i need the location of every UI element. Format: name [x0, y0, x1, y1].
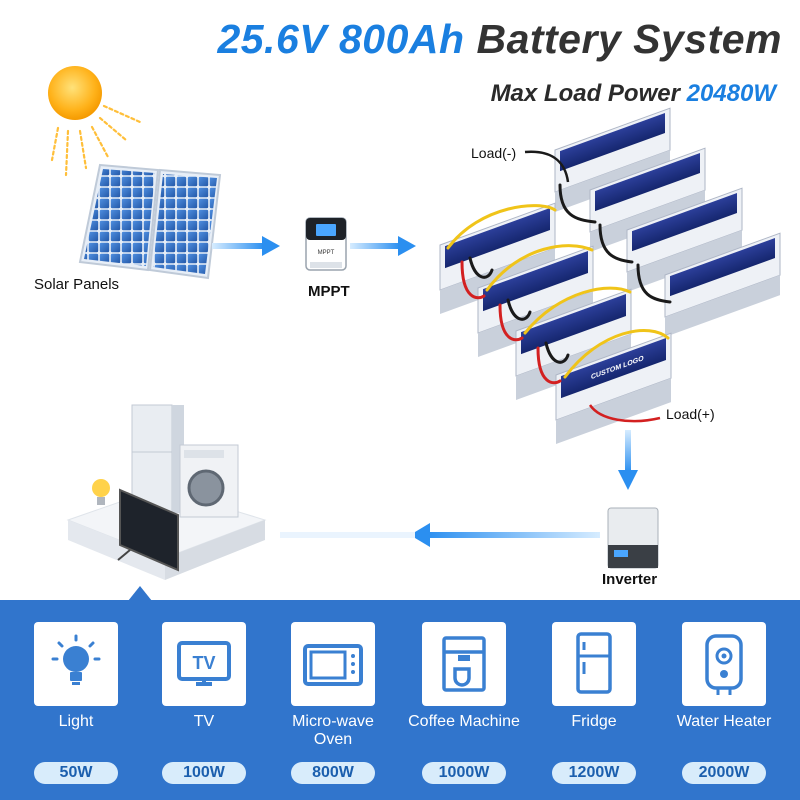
appliance-label-water-heater: Water Heater: [676, 713, 772, 730]
page-subtitle: Max Load Power 20480W: [0, 80, 776, 108]
load-negative-label: Load(-): [471, 145, 517, 161]
appliance-label-tv: TV: [193, 713, 215, 730]
appliance-watt-tv: 100W: [162, 762, 246, 784]
load-positive-label: Load(+): [666, 406, 715, 422]
appliance-watt-fridge: 1200W: [552, 762, 636, 784]
mppt-controller-icon: MPPT: [305, 217, 347, 271]
solar-panels-label: Solar Panels: [34, 276, 120, 293]
load-negative-lead: [524, 150, 570, 183]
mppt-label: MPPT: [308, 283, 350, 300]
solar-panel-icon: [78, 163, 222, 280]
tv-icon: TV: [177, 641, 231, 686]
fridge-icon: [576, 632, 612, 694]
appliance-watt-microwave: 800W: [291, 762, 375, 784]
tv-icon-text: TV: [192, 653, 215, 673]
coffee-machine-icon: [442, 636, 486, 692]
appliance-card-microwave: [291, 622, 375, 706]
appliance-label-coffee-machine: Coffee Machine: [408, 713, 520, 730]
flow-arrow-mppt-to-battery: [350, 236, 416, 256]
page-title: 25.6V 800Ah Battery System: [0, 16, 782, 63]
appliance-watt-light: 50W: [34, 762, 118, 784]
subtitle-label: Max Load Power: [490, 80, 680, 107]
flow-arrow-inverter-to-home: [280, 523, 600, 547]
battery-bank: CUSTOM LOGO: [439, 107, 781, 444]
appliance-panel: [0, 600, 800, 800]
appliance-label-microwave: Micro-wave Oven: [281, 713, 385, 749]
appliance-label-fridge: Fridge: [571, 713, 617, 730]
mppt-screen-text: MPPT: [318, 250, 335, 256]
inverter-label: Inverter: [602, 571, 658, 588]
title-main: Battery System: [476, 16, 782, 62]
flow-arrow-battery-to-inverter: [618, 430, 638, 490]
subtitle-value: 20480W: [686, 80, 776, 107]
flow-arrow-solar-to-mppt: [212, 236, 280, 256]
water-heater-icon: [705, 634, 743, 695]
system-diagram: MPPT: [48, 66, 781, 580]
title-highlight: 25.6V 800Ah: [217, 16, 465, 62]
pointer-notch: [128, 586, 152, 601]
microwave-icon: [303, 644, 363, 686]
appliance-watt-coffee-machine: 1000W: [422, 762, 506, 784]
load-positive-lead: [588, 404, 661, 423]
appliance-watt-water-heater: 2000W: [682, 762, 766, 784]
appliance-card-light: [34, 622, 118, 706]
appliance-label-light: Light: [58, 713, 94, 730]
appliance-card-tv: TV: [162, 622, 246, 706]
sun-icon: [48, 66, 142, 177]
appliance-card-water-heater: [682, 622, 766, 706]
appliance-card-fridge: [552, 622, 636, 706]
light-bulb-icon: [51, 634, 101, 685]
inverter-icon: [607, 507, 659, 569]
home-appliances-illustration: [66, 404, 267, 580]
appliance-label-microwave-text: Micro-wave Oven: [292, 713, 374, 748]
appliance-card-coffee-machine: [422, 622, 506, 706]
